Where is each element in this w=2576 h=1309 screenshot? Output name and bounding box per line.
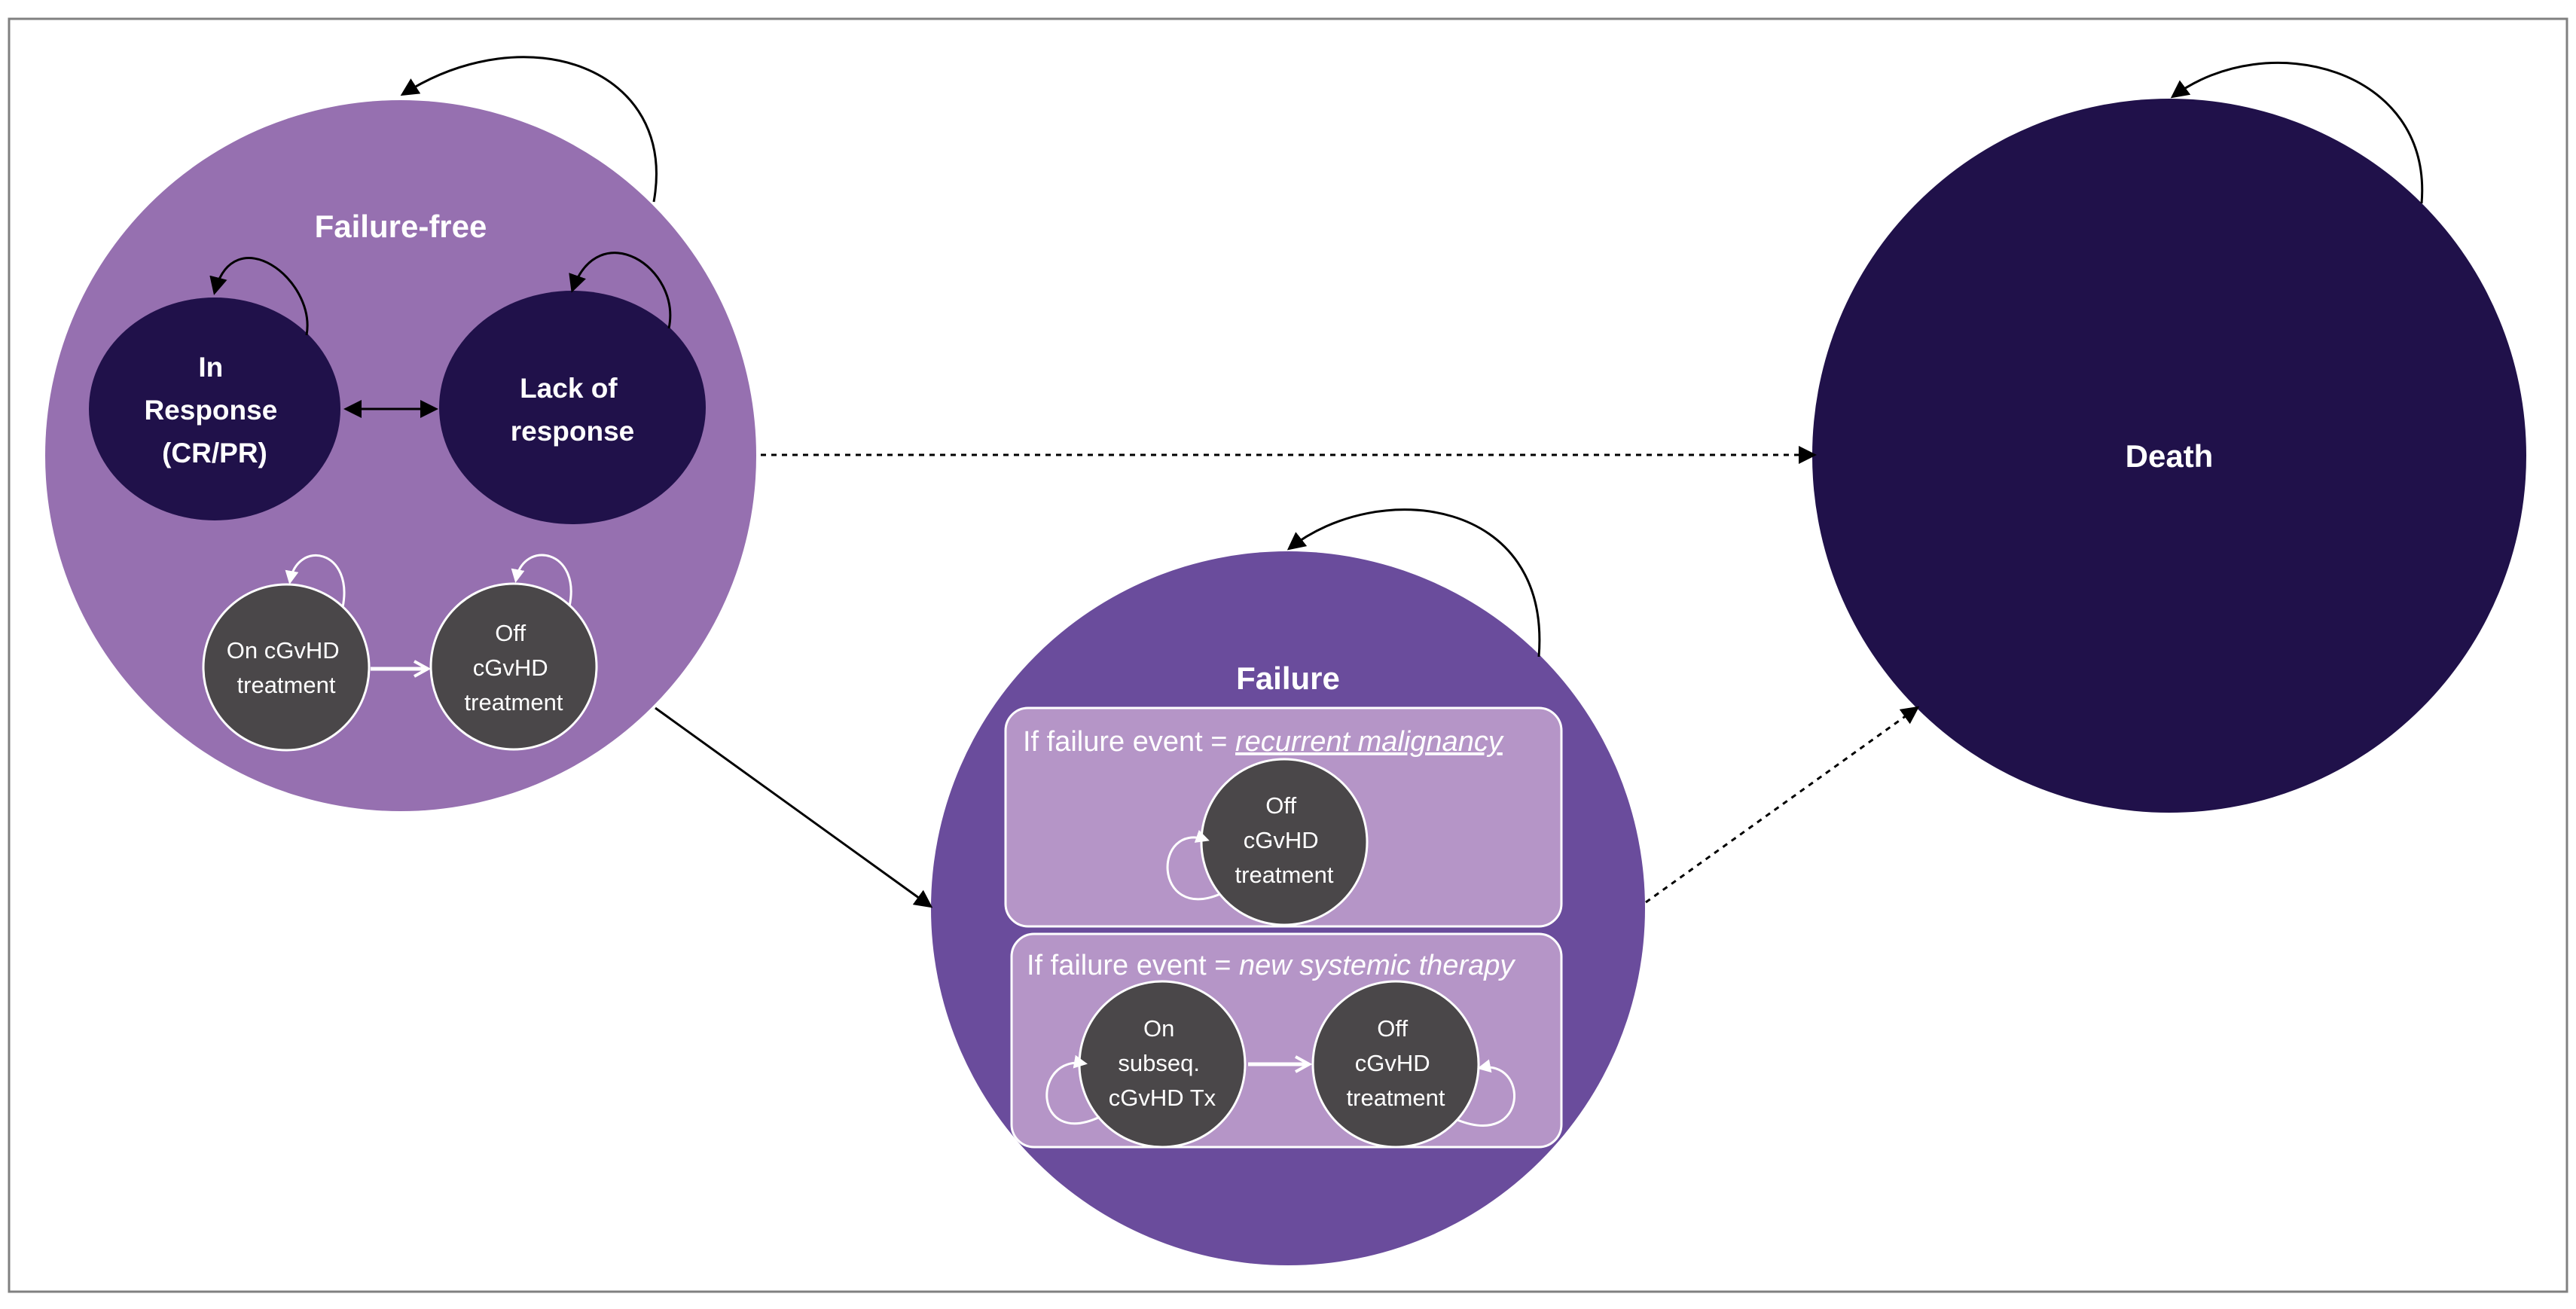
on-subseq-line-3: cGvHD Tx	[1109, 1085, 1216, 1111]
panel2-off-treatment-label: Off cGvHD treatment	[1347, 1015, 1445, 1111]
panel2-off-line-2: cGvHD	[1355, 1050, 1430, 1076]
lack-of-response-line-2: response	[511, 416, 635, 447]
off-treatment-node	[429, 582, 598, 751]
new-systemic-therapy-event: new systemic therapy	[1239, 950, 1515, 981]
on-subseq-treatment-label: On subseq. cGvHD Tx	[1109, 1015, 1216, 1111]
lack-of-response-self-loop	[569, 252, 672, 329]
failure-free-self-loop	[400, 56, 658, 203]
on-subseq-self-loop	[1045, 1054, 1100, 1124]
on-treatment-line-2: treatment	[237, 672, 336, 698]
in-response-line-3: (CR/PR)	[162, 438, 267, 468]
on-treatment-self-loop	[285, 554, 346, 608]
off-treatment-line-1: Off	[495, 620, 526, 646]
new-systemic-therapy-heading: If failure event = new systemic therapy	[1027, 950, 1515, 981]
on-subseq-line-2: subseq.	[1118, 1050, 1200, 1076]
death-self-loop	[2170, 61, 2424, 204]
recurrent-malignancy-heading: If failure event = recurrent malignancy	[1023, 726, 1504, 758]
failure-title: Failure	[1236, 661, 1340, 696]
in-response-line-2: Response	[144, 395, 277, 426]
off-treatment-line-3: treatment	[465, 689, 563, 716]
panel1-off-treatment-label: Off cGvHD treatment	[1235, 792, 1334, 888]
panel2-off-self-loop	[1457, 1059, 1515, 1127]
death-title: Death	[2126, 438, 2214, 474]
lack-of-response-line-1: Lack of	[520, 373, 618, 404]
panel1-off-line-1: Off	[1265, 792, 1296, 819]
panel1-off-line-2: cGvHD	[1244, 827, 1319, 853]
recurrent-malignancy-event: recurrent malignancy	[1235, 726, 1504, 758]
on-treatment-node	[202, 583, 371, 752]
failure-free-state: Failure-free In Response (CR/PR) Lack of…	[45, 56, 756, 811]
panel2-off-line-3: treatment	[1347, 1085, 1445, 1111]
new-systemic-therapy-prefix: If failure event =	[1027, 950, 1239, 981]
failure-self-loop	[1286, 508, 1541, 658]
panel2-off-line-1: Off	[1377, 1015, 1408, 1042]
panel1-off-line-3: treatment	[1235, 862, 1334, 888]
on-subseq-line-1: On	[1143, 1015, 1174, 1042]
failure-to-death-arrow	[1645, 706, 1920, 904]
on-treatment-line-1: On cGvHD	[227, 637, 340, 664]
in-response-label: In Response (CR/PR)	[144, 352, 285, 468]
failure-state: Failure If failure event = recurrent mal…	[931, 508, 1645, 1265]
recurrent-malignancy-prefix: If failure event =	[1023, 726, 1235, 758]
death-state: Death	[1812, 61, 2526, 813]
off-treatment-self-loop	[511, 554, 572, 607]
lack-of-response-label: Lack of response	[511, 373, 635, 447]
death-circle	[1812, 99, 2526, 813]
lack-of-response-node	[439, 291, 706, 524]
failure-free-title: Failure-free	[315, 209, 487, 244]
in-response-self-loop	[209, 257, 309, 336]
in-response-node	[89, 298, 340, 520]
failure-free-to-failure-arrow	[655, 706, 933, 908]
on-treatment-label: On cGvHD treatment	[227, 637, 346, 698]
panel1-off-treatment-self-loop	[1166, 829, 1221, 901]
off-treatment-label: Off cGvHD treatment	[465, 620, 563, 716]
in-response-line-1: In	[198, 352, 223, 383]
off-treatment-line-2: cGvHD	[473, 654, 548, 681]
